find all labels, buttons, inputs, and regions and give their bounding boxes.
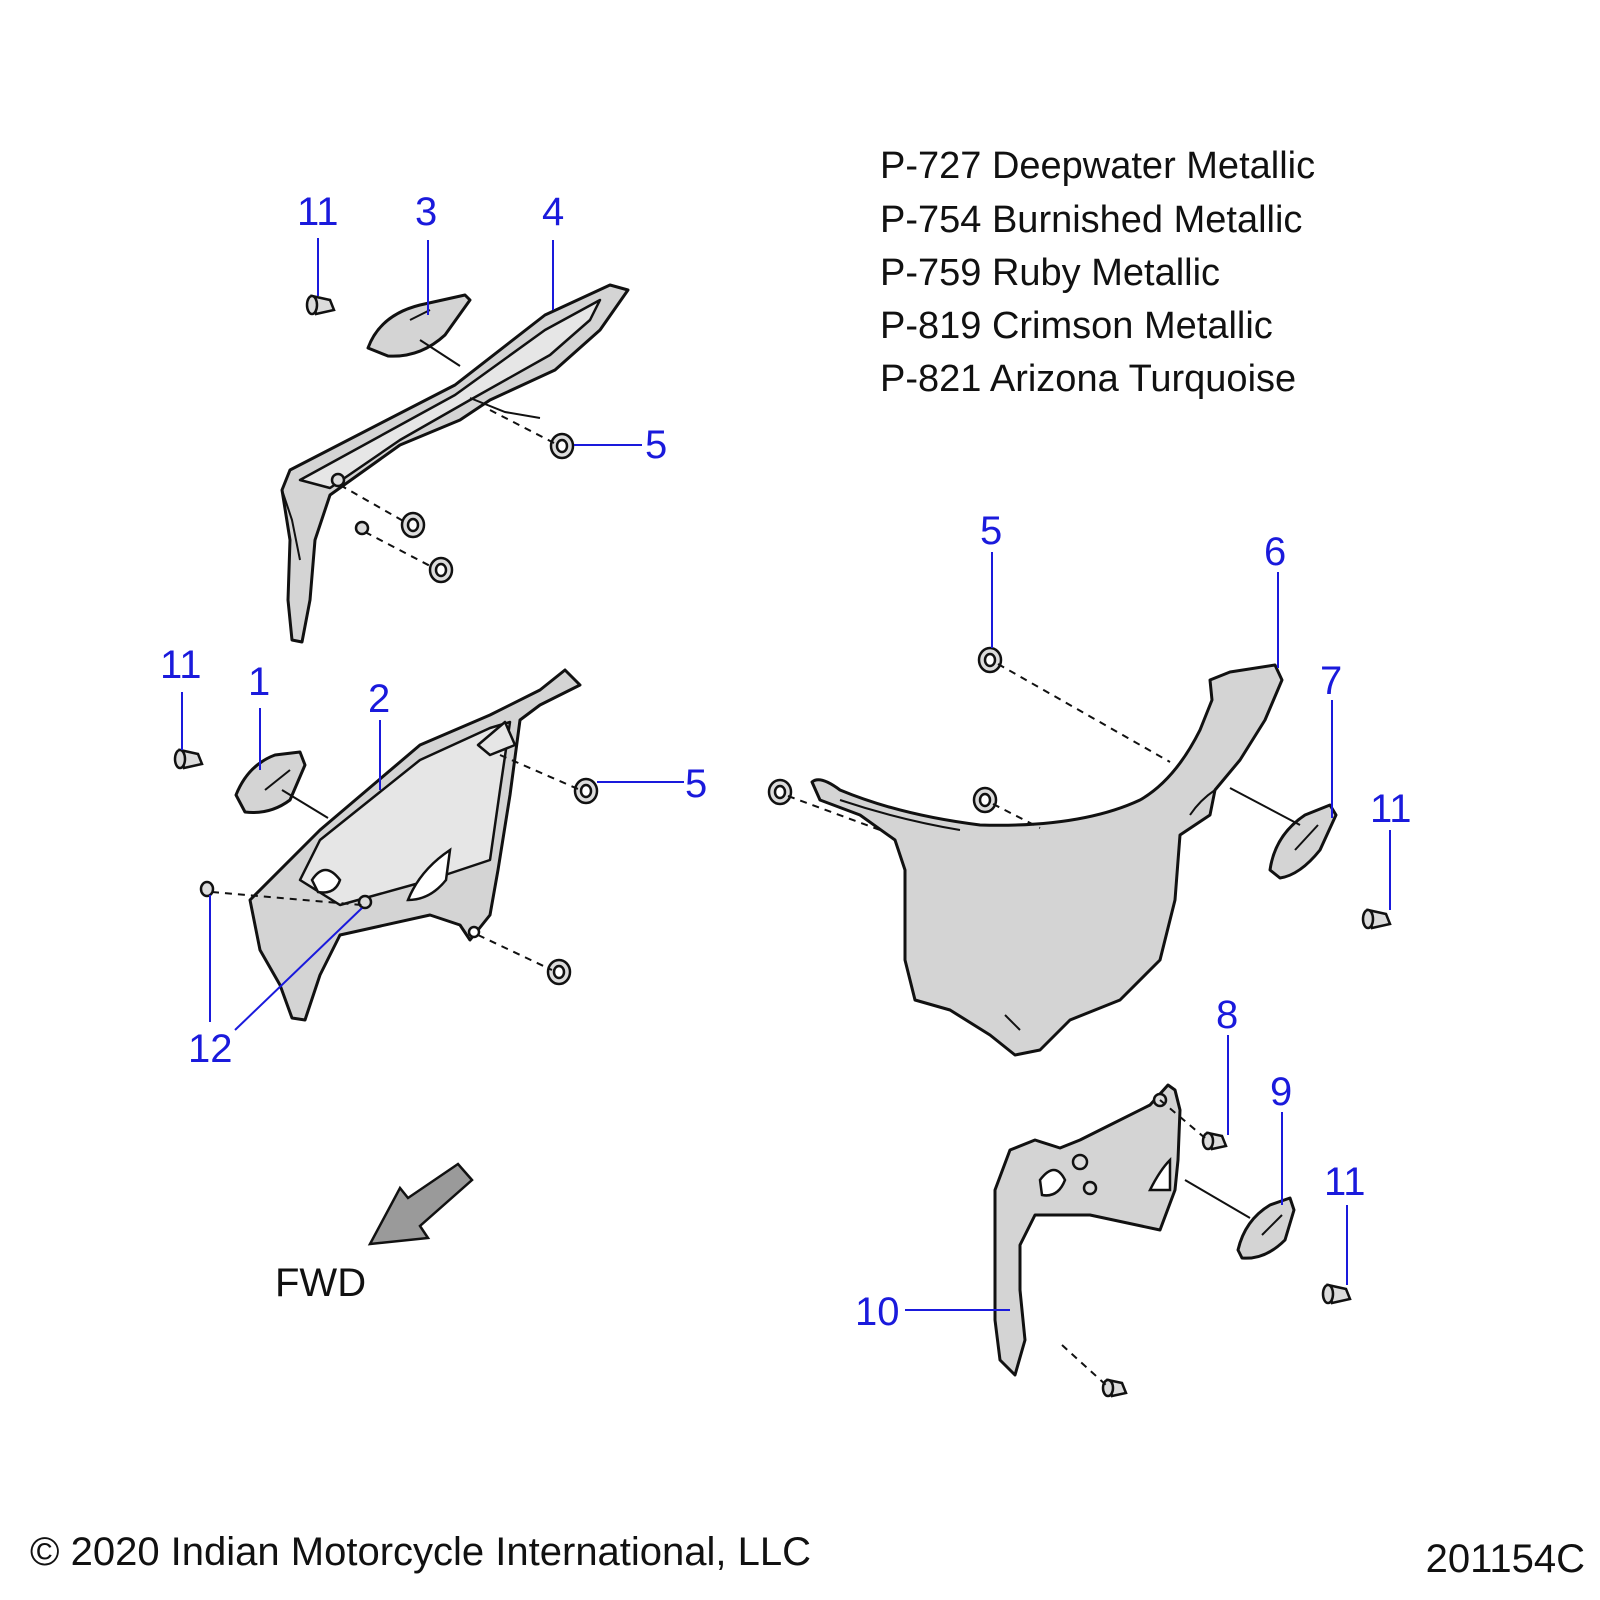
part-10-lower-cover [993, 1083, 1182, 1377]
assembly-lines [211, 409, 1206, 1386]
legend-line: P-821 Arizona Turquoise [880, 358, 1296, 400]
callout-label: 5 [645, 423, 667, 467]
copyright-text: © 2020 Indian Motorcycle International, … [30, 1530, 811, 1574]
forward-direction-indicator: FWD [275, 1162, 474, 1305]
drawing-number: 201154C [1426, 1537, 1585, 1581]
callout-label: 9 [1270, 1070, 1292, 1114]
callout-label: 11 [1370, 787, 1412, 831]
legend-line: P-759 Ruby Metallic [880, 252, 1220, 294]
fwd-label: FWD [275, 1261, 366, 1305]
callout-label: 5 [685, 762, 707, 806]
part-1-trim-piece [234, 750, 329, 819]
callout-label: 4 [542, 190, 564, 234]
callout-label: 11 [1324, 1160, 1366, 1204]
legend-line: P-819 Crimson Metallic [880, 305, 1273, 347]
part-3-trim-piece [366, 293, 472, 367]
screws [173, 294, 1392, 1398]
callout-label: 8 [1216, 993, 1238, 1037]
callout-label: 1 [248, 660, 270, 704]
callout-label: 2 [368, 677, 390, 721]
legend-line: P-754 Burnished Metallic [880, 199, 1302, 241]
part-9-trim-piece [1184, 1179, 1296, 1260]
callout-label: 10 [855, 1290, 900, 1334]
legend-line: P-727 Deepwater Metallic [880, 145, 1315, 187]
callout-label: 7 [1320, 659, 1342, 703]
forward-arrow-icon [367, 1162, 474, 1246]
part-7-trim-piece [1229, 787, 1338, 880]
paint-color-legend: P-727 Deepwater Metallic P-754 Burnished… [880, 145, 1315, 400]
callout-label: 3 [415, 190, 437, 234]
part-6-large-side-cover [810, 663, 1284, 1057]
callout-numbers: 11 3 4 5 5 6 11 1 2 5 7 11 12 8 9 11 10 [160, 190, 1412, 1334]
callout-label: 6 [1264, 530, 1286, 574]
part-4-upper-cover [280, 283, 630, 644]
callout-label: 12 [188, 1027, 233, 1071]
callout-leaders [181, 238, 1391, 1311]
grommets [400, 432, 1003, 986]
part-2-side-cover [248, 668, 582, 1022]
callout-label: 11 [297, 190, 339, 234]
callout-label: 11 [160, 643, 202, 687]
callout-label: 5 [980, 509, 1002, 553]
